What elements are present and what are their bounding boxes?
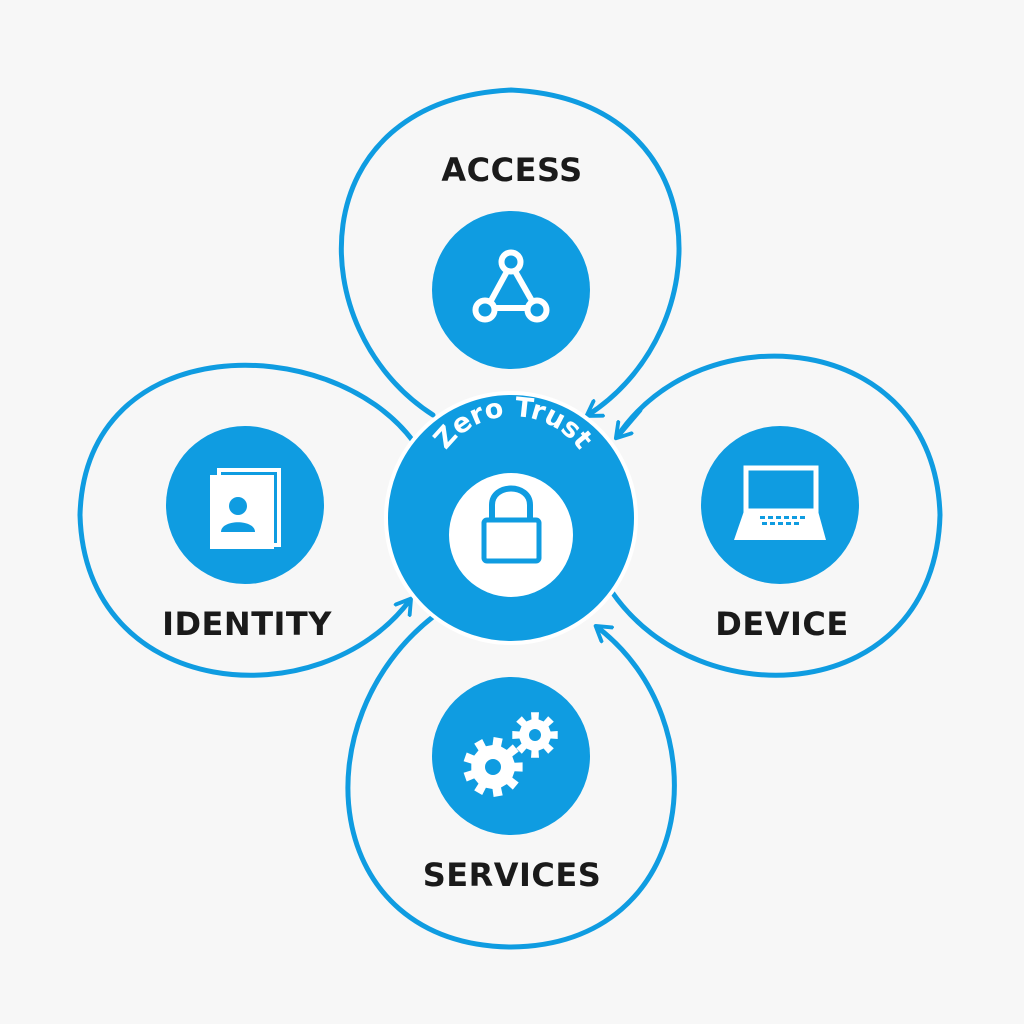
center-hub: Zero Trust bbox=[384, 391, 638, 645]
identity-label: IDENTITY bbox=[162, 605, 332, 643]
services-node: SERVICES bbox=[423, 677, 602, 894]
access-arrow bbox=[338, 87, 682, 415]
services-loop bbox=[345, 613, 677, 950]
access-label: ACCESS bbox=[441, 151, 582, 189]
device-loop bbox=[609, 353, 943, 678]
device-arrow bbox=[609, 353, 943, 678]
network-nodes-icon bbox=[472, 249, 550, 323]
gear-hole bbox=[529, 729, 541, 741]
identity-card-icon bbox=[210, 468, 281, 549]
access-loop bbox=[338, 87, 682, 415]
gear-hole bbox=[485, 759, 501, 775]
services-label: SERVICES bbox=[423, 856, 602, 894]
access-icon-circle bbox=[432, 211, 590, 369]
identity-arrow bbox=[77, 362, 416, 678]
access-node: ACCESS bbox=[432, 151, 590, 369]
gears-icon bbox=[463, 712, 558, 797]
gear-large-icon bbox=[463, 737, 523, 797]
device-node: DEVICE bbox=[701, 426, 859, 643]
laptop-icon bbox=[734, 465, 826, 540]
services-arrow bbox=[345, 613, 677, 950]
gear-small-icon bbox=[512, 712, 558, 758]
identity-node: IDENTITY bbox=[162, 426, 332, 643]
device-arrow-head bbox=[617, 407, 643, 437]
device-icon-circle bbox=[701, 426, 859, 584]
device-label: DEVICE bbox=[715, 605, 848, 643]
padlock-icon bbox=[481, 485, 542, 564]
lock-badge bbox=[449, 473, 573, 597]
identity-loop bbox=[77, 362, 416, 678]
